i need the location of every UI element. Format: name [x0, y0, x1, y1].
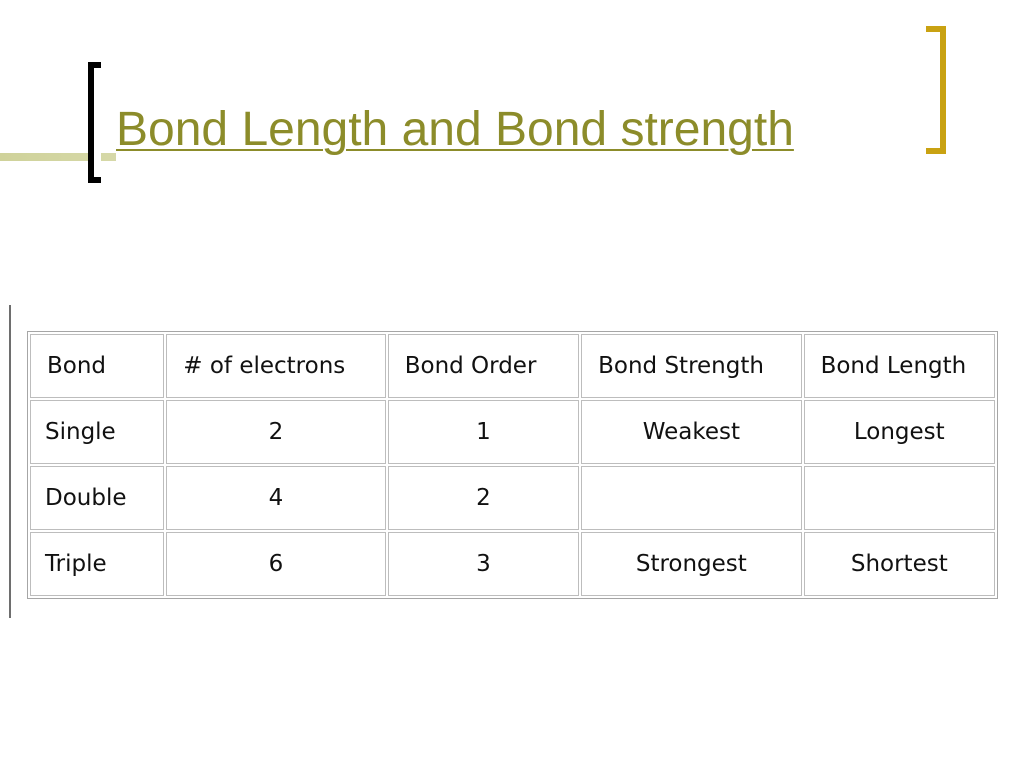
- table-row: Triple 6 3 Strongest Shortest: [30, 532, 995, 596]
- table-header-cell: Bond Order: [387, 334, 580, 398]
- table-header-cell: Bond: [30, 334, 165, 398]
- table-header-cell: Bond Length: [803, 334, 995, 398]
- table-header-cell: Bond Strength: [581, 334, 802, 398]
- table-cell: Strongest: [581, 532, 802, 596]
- table-cell: 2: [166, 400, 386, 464]
- table-cell: 6: [166, 532, 386, 596]
- title-left-bracket: [88, 62, 101, 183]
- table-cell: Longest: [803, 400, 995, 464]
- table-cell: 1: [387, 400, 580, 464]
- table-header-row: Bond # of electrons Bond Order Bond Stre…: [30, 334, 995, 398]
- table-row: Double 4 2: [30, 466, 995, 530]
- table-cell: 4: [166, 466, 386, 530]
- table-row: Single 2 1 Weakest Longest: [30, 400, 995, 464]
- table-cell: Weakest: [581, 400, 802, 464]
- table-cell: 3: [387, 532, 580, 596]
- slide-title: Bond Length and Bond strength: [116, 96, 796, 164]
- title-right-bracket: [926, 26, 946, 154]
- table-cell: Double: [30, 466, 165, 530]
- bond-comparison-table: Bond # of electrons Bond Order Bond Stre…: [27, 331, 998, 599]
- left-divider: [9, 305, 11, 618]
- table-cell: Triple: [30, 532, 165, 596]
- table-cell: Single: [30, 400, 165, 464]
- table-cell: Shortest: [803, 532, 995, 596]
- table-header-cell: # of electrons: [166, 334, 386, 398]
- table-cell: [581, 466, 802, 530]
- table-cell: 2: [387, 466, 580, 530]
- table-cell: [803, 466, 995, 530]
